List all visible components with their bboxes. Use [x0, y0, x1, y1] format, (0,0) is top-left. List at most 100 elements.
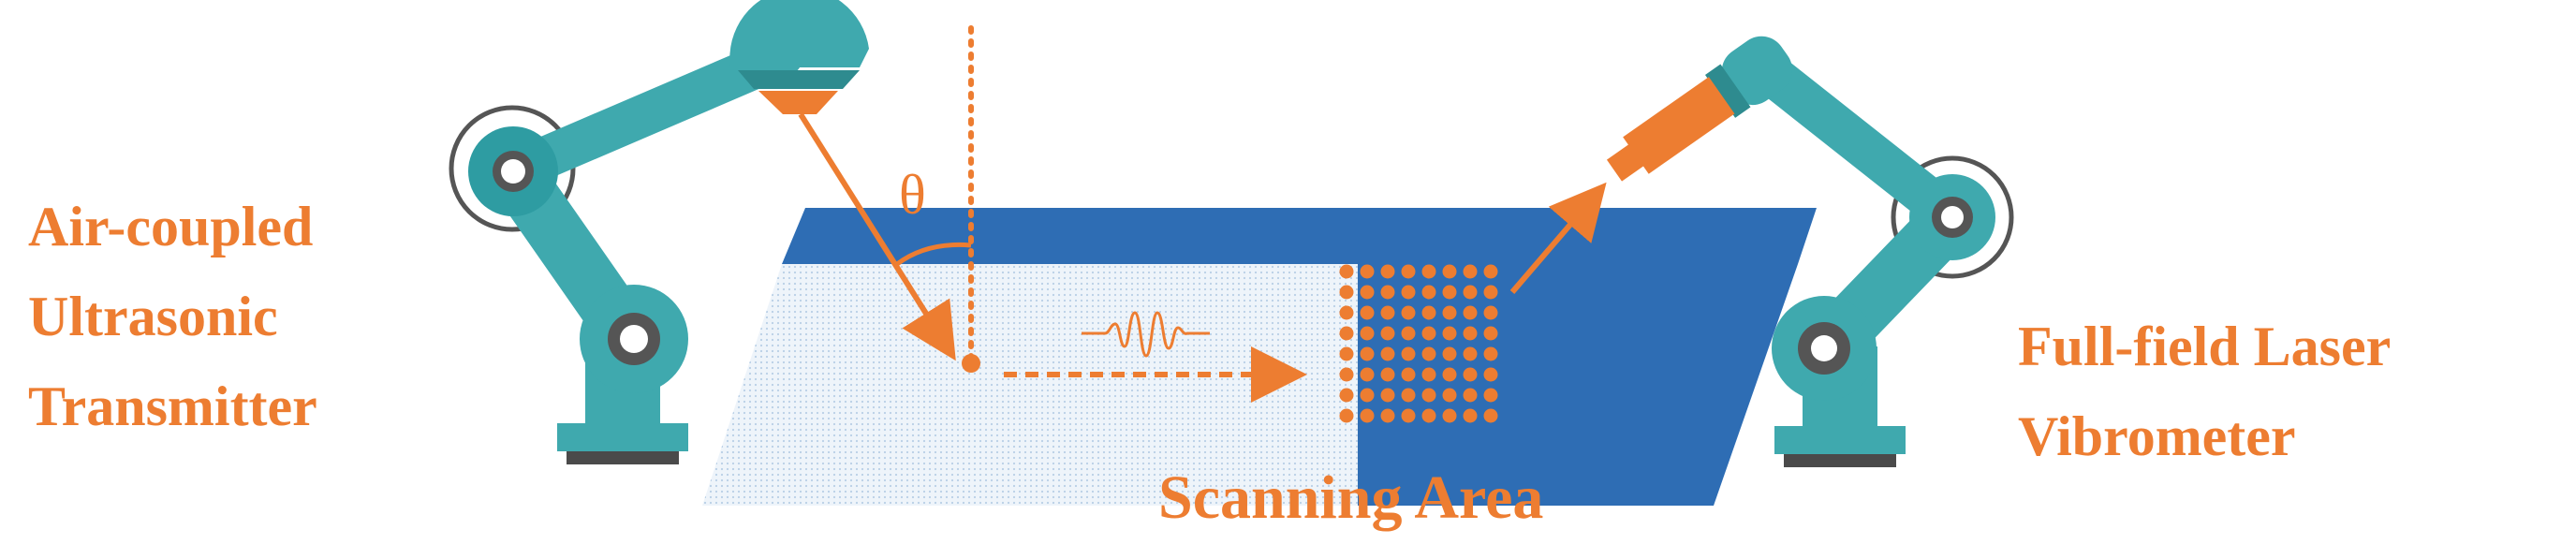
scan-point [1463, 388, 1478, 403]
scan-point [1401, 264, 1416, 279]
transmitter-head [758, 91, 838, 114]
scan-point [1360, 367, 1375, 382]
right-robot-arm [1606, 36, 2014, 467]
transmitter-label-line-2: Ultrasonic [28, 286, 278, 347]
angle-arc [895, 242, 972, 267]
transmitter-label-line-3: Transmitter [28, 375, 317, 437]
left-robot-arm [449, 0, 869, 464]
scan-point [1442, 326, 1457, 341]
vibrometer-head [1606, 36, 1792, 182]
laser-beam-arrow [1509, 182, 1607, 294]
scan-point [1380, 305, 1395, 320]
scan-point [1380, 367, 1395, 382]
scan-point [1463, 264, 1478, 279]
scan-point [1463, 408, 1478, 423]
scan-point [1339, 326, 1354, 341]
right-robot-base-foot [1784, 454, 1896, 467]
scan-point [1380, 346, 1395, 361]
scanning-area-label: Scanning Area [1158, 463, 1543, 532]
scan-point [1360, 285, 1375, 300]
plate-top-edge [782, 208, 1817, 264]
left-robot-base [557, 423, 688, 451]
vibrometer-label-line-1: Full-field Laser [2018, 316, 2391, 377]
scan-point [1463, 346, 1478, 361]
right-robot-base [1774, 426, 1906, 454]
scan-point [1380, 388, 1395, 403]
left-wrist-dome [729, 0, 869, 67]
scan-point [1401, 367, 1416, 382]
laser-body [1623, 77, 1735, 174]
scan-point [1442, 305, 1457, 320]
scan-point [1421, 326, 1436, 341]
right-wrist-collar [1704, 64, 1751, 118]
scanning-grid [1339, 264, 1498, 423]
scan-point [1339, 264, 1354, 279]
scan-point [1360, 408, 1375, 423]
scan-point [1380, 408, 1395, 423]
scan-point [1401, 305, 1416, 320]
scan-point [1339, 408, 1354, 423]
scan-point [1339, 305, 1354, 320]
scan-point [1463, 285, 1478, 300]
scan-point [1483, 408, 1498, 423]
scan-point [1483, 388, 1498, 403]
scan-point [1442, 367, 1457, 382]
scan-point [1421, 388, 1436, 403]
scan-point [1380, 285, 1395, 300]
scan-point [1442, 264, 1457, 279]
scan-point [1483, 326, 1498, 341]
laser-nozzle [1606, 142, 1647, 182]
scan-point [1360, 326, 1375, 341]
scan-point [1401, 388, 1416, 403]
scan-point [1442, 408, 1457, 423]
scan-point [1421, 367, 1436, 382]
wave-packet-icon [1082, 311, 1210, 358]
plate-dark-region [1358, 264, 1798, 506]
right-joint-ring [1891, 155, 2014, 279]
right-joint-upper-inner [1941, 206, 1964, 228]
scan-point [1360, 346, 1375, 361]
scan-point [1442, 388, 1457, 403]
plate [702, 208, 1817, 506]
scan-point [1442, 285, 1457, 300]
scan-point [1360, 264, 1375, 279]
transmitter-label-line-1: Air-coupled [28, 196, 313, 257]
vibrometer-label: Full-field Laser Vibrometer [2018, 316, 2404, 467]
scan-point [1463, 367, 1478, 382]
scan-point [1380, 326, 1395, 341]
scan-point [1339, 388, 1354, 403]
scan-point [1401, 326, 1416, 341]
scan-point [1380, 264, 1395, 279]
scan-point [1483, 367, 1498, 382]
scan-point [1360, 305, 1375, 320]
angle-label: θ [899, 164, 926, 226]
scan-point [1401, 346, 1416, 361]
right-wrist-dome [1721, 36, 1792, 106]
scan-point [1483, 305, 1498, 320]
impact-point [962, 354, 980, 373]
scan-point [1360, 388, 1375, 403]
plate-light-region [702, 264, 1358, 506]
scan-point [1421, 346, 1436, 361]
left-robot-base-foot [567, 451, 679, 464]
scan-point [1401, 285, 1416, 300]
scan-point [1421, 285, 1436, 300]
scan-point [1421, 264, 1436, 279]
scan-point [1339, 367, 1354, 382]
scan-point [1463, 305, 1478, 320]
scan-point [1483, 346, 1498, 361]
scan-point [1442, 346, 1457, 361]
left-upper-link [492, 35, 803, 193]
left-wrist-collar [738, 70, 860, 89]
scan-point [1421, 408, 1436, 423]
right-joint-lower-inner [1811, 335, 1837, 361]
vibrometer-label-line-2: Vibrometer [2018, 405, 2296, 467]
scan-point [1421, 305, 1436, 320]
incident-beam-arrow [798, 112, 956, 361]
left-joint-lower-inner [620, 325, 648, 353]
scan-point [1339, 285, 1354, 300]
scan-point [1401, 408, 1416, 423]
left-joint-upper-inner [501, 159, 525, 184]
scan-point [1339, 346, 1354, 361]
